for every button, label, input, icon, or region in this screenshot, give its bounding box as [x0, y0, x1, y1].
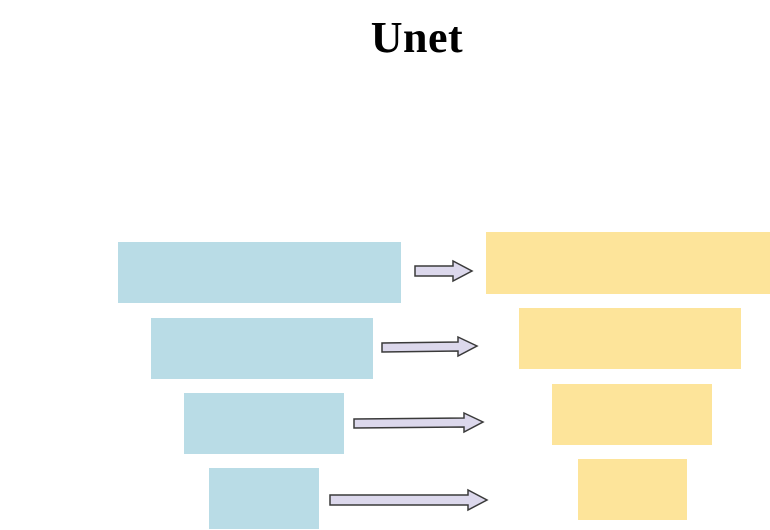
encoder-block-2: [151, 318, 373, 379]
decoder-block-2: [519, 308, 741, 369]
encoder-block-3: [184, 393, 344, 454]
encoder-block-4: [209, 468, 319, 529]
decoder-block-3: [552, 384, 712, 445]
diagram-title: Unet: [370, 13, 464, 62]
decoder-block-1: [486, 232, 770, 294]
encoder-block-1: [118, 242, 401, 303]
skip-arrow-4: [329, 488, 489, 512]
skip-arrow-3: [353, 411, 485, 434]
decoder-block-4: [578, 459, 687, 520]
skip-arrow-2: [381, 335, 479, 358]
skip-arrow-1: [414, 259, 474, 283]
